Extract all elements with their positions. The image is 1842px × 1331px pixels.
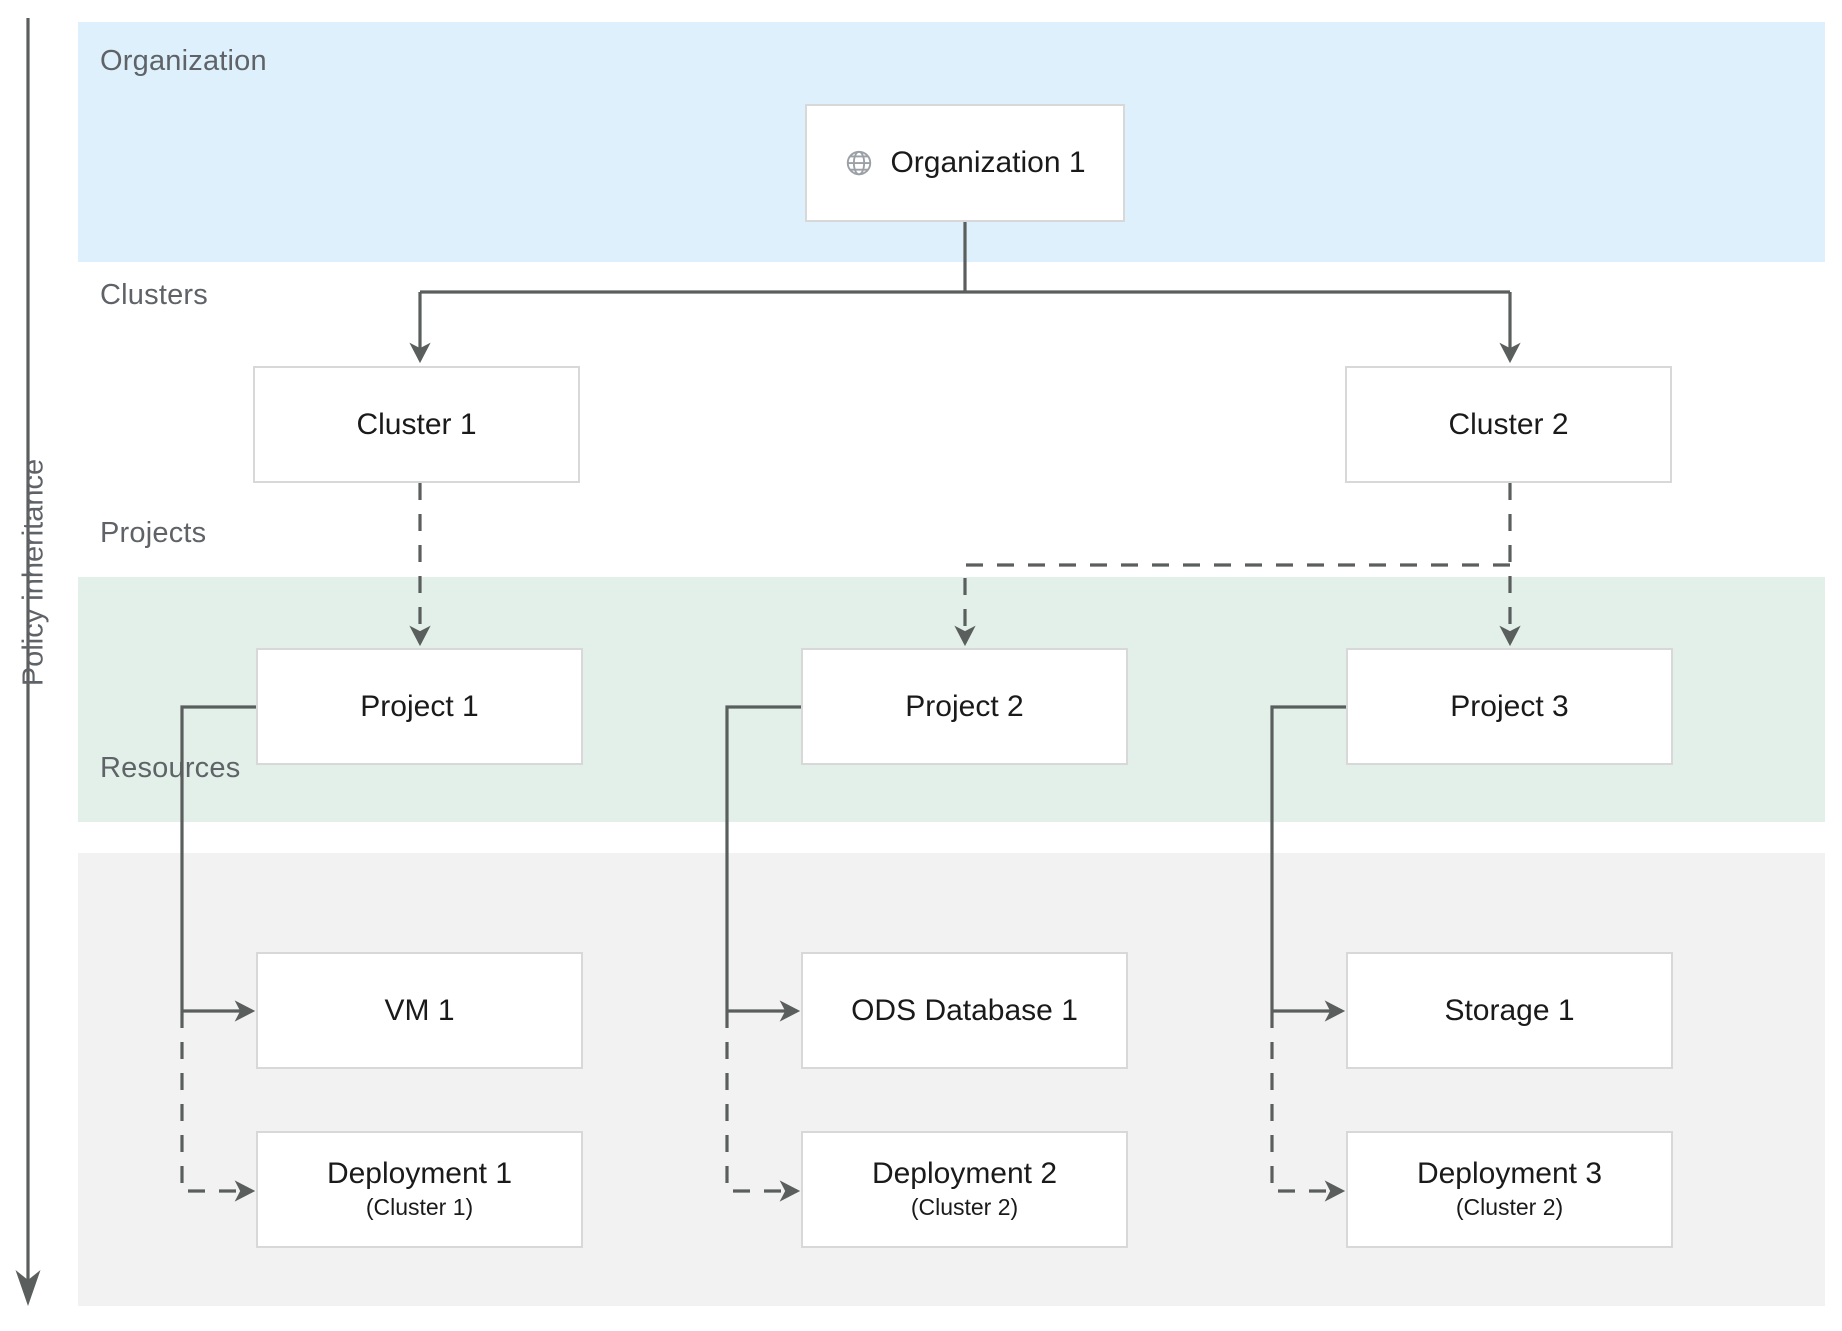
node-sublabel: (Cluster 1) — [365, 1193, 474, 1220]
policy-inheritance-label: Policy inheritance — [17, 458, 50, 687]
node-label: Cluster 1 — [356, 407, 477, 441]
node-label: Deployment 3 — [1416, 1157, 1603, 1191]
node-organization-1[interactable]: Organization 1 — [805, 104, 1125, 222]
globe-icon — [847, 150, 872, 176]
node-label: ODS Database 1 — [851, 993, 1078, 1027]
tier-label-organization: Organization — [100, 45, 267, 77]
node-label: Storage 1 — [1444, 993, 1575, 1027]
node-label: Deployment 2 — [871, 1157, 1058, 1191]
down-arrow-icon — [15, 1270, 41, 1306]
node-label: Deployment 1 — [326, 1157, 513, 1191]
node-label: Cluster 2 — [1448, 407, 1569, 441]
node-ods-database-1[interactable]: ODS Database 1 — [801, 952, 1128, 1069]
node-label: Project 1 — [360, 689, 479, 723]
node-vm-1[interactable]: VM 1 — [256, 952, 583, 1069]
node-project-2[interactable]: Project 2 — [801, 648, 1128, 765]
node-project-1[interactable]: Project 1 — [256, 648, 583, 765]
policy-inheritance-axis: Policy inheritance — [0, 0, 78, 1326]
node-cluster-1[interactable]: Cluster 1 — [253, 366, 580, 483]
node-deployment-2[interactable]: Deployment 2 (Cluster 2) — [801, 1131, 1128, 1248]
tier-label-resources: Resources — [100, 752, 241, 784]
node-deployment-1[interactable]: Deployment 1 (Cluster 1) — [256, 1131, 583, 1248]
node-label: Project 3 — [1450, 689, 1569, 723]
node-label: VM 1 — [384, 993, 455, 1027]
node-storage-1[interactable]: Storage 1 — [1346, 952, 1673, 1069]
node-project-3[interactable]: Project 3 — [1346, 648, 1673, 765]
tier-label-projects: Projects — [100, 517, 207, 549]
node-label: Project 2 — [905, 689, 1024, 723]
node-label: Organization 1 — [890, 146, 1086, 180]
node-cluster-2[interactable]: Cluster 2 — [1345, 366, 1672, 483]
node-sublabel: (Cluster 2) — [1455, 1193, 1564, 1220]
node-sublabel: (Cluster 2) — [910, 1193, 1019, 1220]
tier-label-clusters: Clusters — [100, 279, 208, 311]
node-deployment-3[interactable]: Deployment 3 (Cluster 2) — [1346, 1131, 1673, 1248]
